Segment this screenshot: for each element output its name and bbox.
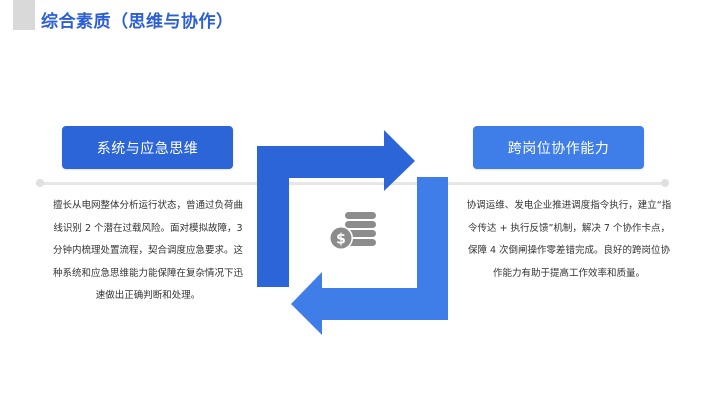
left-description: 擅长从电网整体分析运行状态，曾通过负荷曲线识别 2 个潜在过载风险。面对模拟故障… — [52, 200, 243, 301]
page-title: 综合素质（思维与协作） — [41, 12, 234, 32]
coins-dollar-icon: $ — [329, 212, 376, 250]
timeline-dot-right — [661, 179, 669, 187]
arrow-right-icon — [257, 130, 415, 287]
cycle-arrows-graphic: $ — [257, 130, 448, 335]
svg-text:$: $ — [336, 232, 346, 248]
timeline-dot-left — [36, 179, 44, 187]
left-heading-label: 系统与应急思维 — [96, 140, 199, 157]
left-heading-box: 系统与应急思维 — [62, 126, 233, 169]
right-description: 协调运维、发电企业推进调度指令执行，建立“指令传达 + 执行反馈”机制，解决 7… — [466, 200, 672, 279]
right-heading-box: 跨岗位协作能力 — [473, 126, 644, 169]
right-heading-label: 跨岗位协作能力 — [507, 140, 610, 157]
arrow-left-icon — [291, 177, 448, 335]
timeline-line — [40, 182, 665, 185]
title-accent-block — [13, 0, 35, 30]
